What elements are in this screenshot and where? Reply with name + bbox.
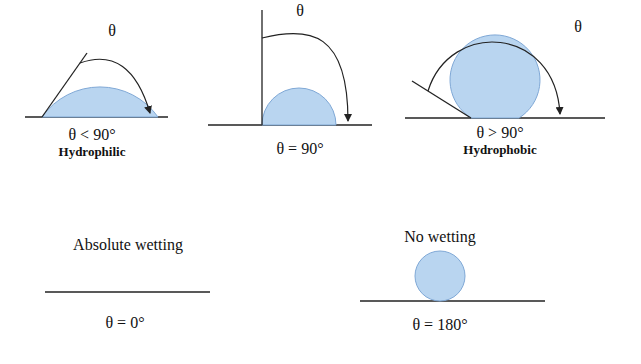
droplet: [262, 88, 336, 125]
surface-type: Hydrophilic: [59, 144, 126, 159]
case-title: Absolute wetting: [73, 236, 183, 254]
angle-arc: [80, 59, 150, 113]
angle-condition: θ = 180°: [412, 316, 467, 334]
angle-arc: [428, 42, 560, 114]
surface-line: [45, 291, 210, 293]
droplet: [415, 251, 465, 301]
angle-condition: θ = 90°: [276, 140, 323, 158]
tangent-line: [412, 81, 471, 118]
angle-condition: θ > 90°: [476, 124, 523, 142]
angle-condition: θ = 0°: [105, 314, 144, 332]
droplet: [450, 35, 540, 118]
angle-arc: [262, 33, 348, 121]
tangent-line: [261, 10, 262, 125]
angle-symbol: θ: [108, 22, 116, 40]
angle-symbol: θ: [296, 2, 304, 20]
surface-line: [360, 300, 545, 302]
case-title: No wetting: [404, 228, 476, 246]
angle-condition: θ < 90°: [68, 126, 115, 144]
angle-symbol: θ: [574, 18, 582, 36]
surface-type: Hydrophobic: [463, 142, 536, 157]
